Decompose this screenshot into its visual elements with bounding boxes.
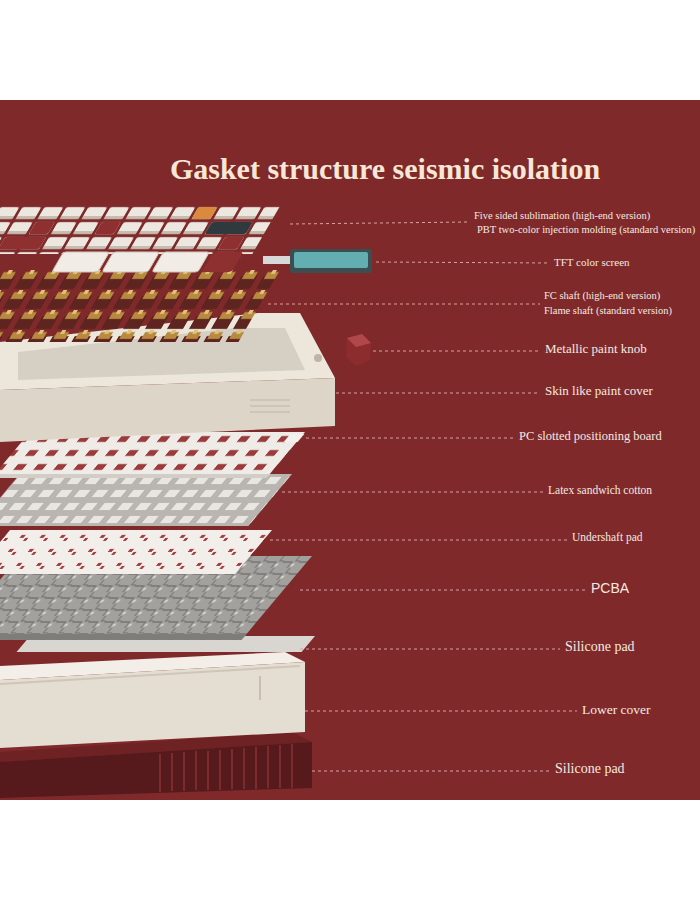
leader-line [305,711,577,712]
case-vents [250,400,290,412]
latex-cotton [0,474,292,526]
leader-line [300,590,586,591]
part-label: Lower cover [582,702,697,718]
leader-line [376,262,550,263]
lower-cover [0,652,305,748]
switch-array [0,270,280,342]
plate-tab [284,434,305,442]
keycap-large [152,252,210,272]
part-label: Metallic paint knob [545,342,695,357]
screen-frame [290,249,372,273]
knob-body [346,334,371,366]
base-front [0,742,312,798]
cover-rim [0,666,300,684]
part-label: Undershaft pad [572,531,698,544]
part-label: PBT two-color injection molding (standar… [477,224,699,236]
keycap-array [0,206,280,254]
knob-highlight [347,334,371,347]
leader-line [336,393,540,394]
part-label: Silicone pad [555,761,697,777]
leader-line [268,304,540,305]
pad-surface [0,530,272,574]
leader-line [373,351,540,352]
screen-glass [294,252,368,268]
part-label: Silicone pad [565,639,697,655]
keycap-red [218,237,244,249]
knob-hole [314,354,322,362]
cover-post [259,676,261,700]
keycap-layer [0,206,280,272]
cotton-surface [0,474,292,526]
leader-line [300,649,560,650]
screen-cable [263,256,291,264]
base-ribs [160,744,292,792]
case-front [0,378,335,442]
part-label: Latex sandwich cotton [548,484,698,497]
leader-line [306,438,515,439]
leader-line [290,222,470,224]
part-label: PCBA [591,580,691,596]
cover-front [0,662,305,748]
part-label: Five sided sublimation (high-end version… [474,210,700,222]
leader-line [282,492,544,493]
leader-lines [268,222,586,771]
tft-screen [263,249,372,273]
keycap-large [102,252,160,272]
part-label: PC slotted positioning board [519,429,699,443]
leader-line [312,771,550,772]
keycap-red [95,222,121,234]
keycap-dark [205,222,253,234]
part-label: Flame shaft (standard version) [544,305,700,317]
keycap-red [29,222,55,234]
pcb-edge [0,634,247,640]
knob [346,334,371,366]
undershaft-pad [0,530,272,574]
part-label: FC shaft (high-end version) [544,290,700,302]
switch-layer [0,270,280,342]
keycap-red [202,252,244,272]
leader-line [270,540,568,541]
part-label: Skin like paint cover [545,384,695,399]
keycap-large [52,252,110,272]
plate-edge [0,474,270,478]
part-label: TFT color screen [554,256,694,269]
diagram-title: Gasket structure seismic isolation [100,152,670,185]
keycap-orange [191,207,217,219]
keycap-red [0,237,46,249]
